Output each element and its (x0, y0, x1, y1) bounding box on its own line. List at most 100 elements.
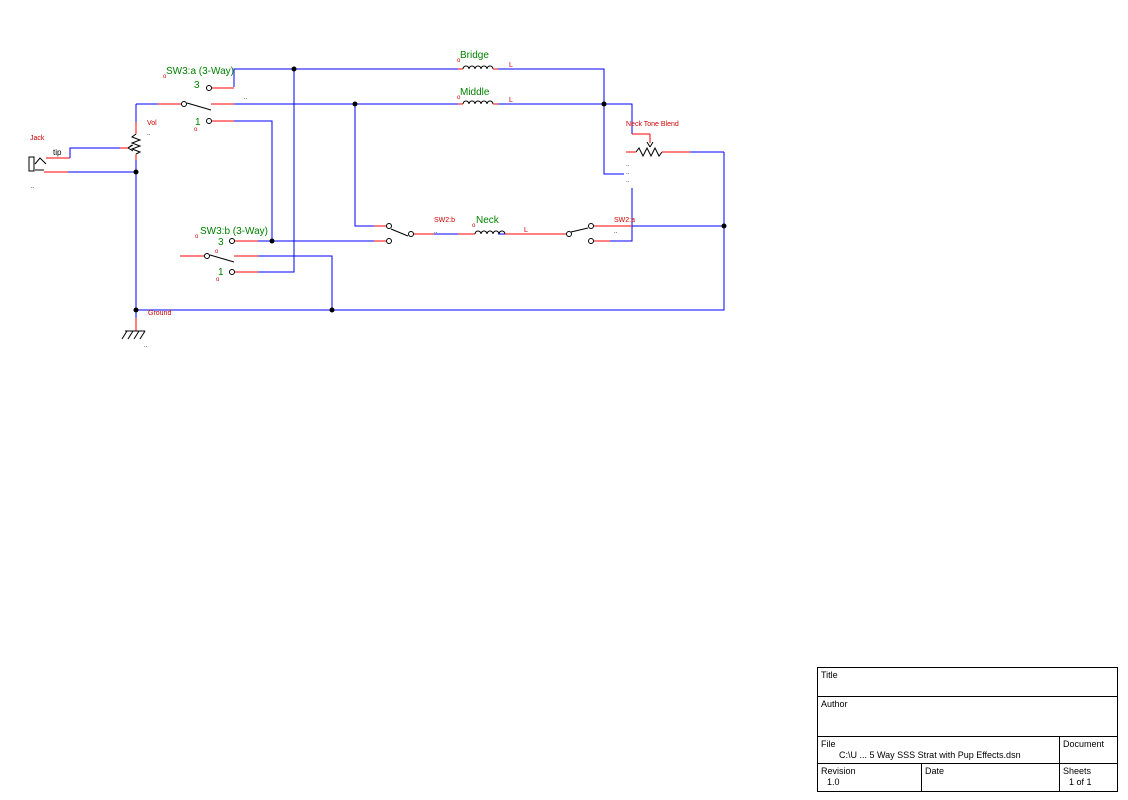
tone-resistor (635, 146, 663, 158)
sw3a-contact-3 (206, 85, 212, 91)
wire-sw3a-1-to-sw3b (234, 120, 273, 241)
neck-tone-blend-pot: Neck Tone Blend .. .. .. (626, 121, 690, 184)
ground-hatch (121, 330, 128, 340)
vol-resistor (130, 133, 142, 155)
bridge-coil (462, 65, 494, 70)
revision-value: 1.0 (827, 777, 840, 787)
sw3a-blade (186, 102, 212, 111)
sw3b-pin-marker: o (216, 277, 220, 283)
tone-wiper-arrow (646, 141, 654, 148)
sw3b-contact-common (204, 253, 210, 259)
sw2a-contact-common (566, 231, 572, 237)
neck-coil (474, 230, 506, 235)
title-row: Title (818, 668, 1117, 697)
junction-dot (352, 101, 358, 107)
vol-wiper-head (127, 144, 134, 152)
wire-bridge-to-sw3b (258, 69, 295, 273)
title-cell: Title (818, 668, 1117, 696)
ground-hatch (139, 330, 146, 340)
sw3b-pin-marker: o (215, 249, 219, 255)
sw3a-pin-marker: o (163, 74, 167, 80)
file-row: File C:\U ... 5 Way SSS Strat with Pup E… (818, 737, 1117, 764)
sw3b-pin1-label: 1 (218, 267, 224, 278)
title-label: Title (821, 670, 838, 680)
volume-pot: Vol .. (120, 120, 157, 160)
switch-sw3b: SW3:b (3-Way) o 3 o 1 o (180, 226, 268, 283)
sw3a-pin3-label: 3 (194, 80, 200, 91)
jack-value-placeholder: .. (31, 184, 35, 190)
middle-pin-label: L (509, 97, 513, 104)
wire-middle-to-tone (498, 103, 633, 134)
neck-pin-marker: o (472, 223, 476, 229)
neck-pin-label: L (524, 227, 528, 234)
sheets-cell: Sheets 1 of 1 (1059, 764, 1117, 791)
ground-hatch (133, 330, 140, 340)
wire-middle-to-sw2b (354, 104, 374, 227)
ground-label: Ground (148, 310, 171, 317)
sw2b-contact-a (386, 223, 392, 229)
junction-dot (601, 101, 607, 107)
junction-dots (133, 66, 727, 313)
sw2a-blade (570, 227, 589, 233)
document-label: Document (1063, 739, 1105, 749)
file-value: C:\U ... 5 Way SSS Strat with Pup Effect… (839, 750, 1021, 760)
neck-label: Neck (476, 215, 500, 226)
document-cell: Document (1059, 737, 1117, 763)
sw3a-value-placeholder: .. (244, 95, 248, 101)
jack-tip-contact (34, 157, 47, 165)
author-cell: Author (818, 697, 1117, 736)
wire-sw3a-3-to-bridge (233, 68, 458, 87)
ground-hatch (127, 330, 134, 340)
sw2b-blade (390, 228, 409, 237)
sheets-label: Sheets (1063, 766, 1092, 776)
wire-sw2a-to-tone (610, 188, 633, 242)
file-label: File (821, 739, 836, 749)
middle-pin-marker: o (457, 95, 461, 101)
sw3b-contact-3 (229, 238, 235, 244)
tone-value-placeholder: .. (626, 162, 630, 168)
output-jack: Jack tip .. (28, 135, 70, 190)
middle-label: Middle (460, 87, 490, 98)
ground-symbol: Ground .. (121, 310, 171, 349)
vol-value-placeholder: .. (147, 131, 151, 137)
sw3b-label: SW3:b (3-Way) (200, 226, 268, 237)
tone-value-placeholder: .. (626, 170, 630, 176)
sw3b-blade (209, 254, 235, 263)
sw2b-label: SW2:b (434, 217, 455, 224)
tone-value-placeholder: .. (626, 178, 630, 184)
junction-dot (329, 307, 335, 313)
revision-cell: Revision 1.0 (818, 764, 921, 791)
sw3b-pin3-label: 3 (218, 237, 224, 248)
sw2a-contact-b (588, 238, 594, 244)
sw2b-contact-b (386, 238, 392, 244)
bridge-pickup: Bridge o L (457, 50, 513, 70)
junction-dot (291, 66, 297, 72)
file-cell: File C:\U ... 5 Way SSS Strat with Pup E… (818, 737, 1059, 763)
junction-dot (269, 238, 275, 244)
author-row: Author (818, 697, 1117, 737)
junction-dot (133, 307, 139, 313)
jack-body (28, 156, 35, 172)
date-cell: Date (921, 764, 1059, 791)
switch-sw2a: SW2:a .. (552, 217, 635, 244)
bridge-pin-marker: o (457, 58, 461, 64)
middle-coil (462, 100, 494, 105)
junction-dot (721, 223, 727, 229)
ground-value-placeholder: .. (144, 343, 148, 349)
vol-label: Vol (147, 120, 157, 127)
sw3a-pin1-label: 1 (195, 117, 201, 128)
revision-row: Revision 1.0 Date Sheets 1 of 1 (818, 764, 1117, 791)
neck-pickup: Neck o L (458, 215, 552, 235)
sw3b-contact-1 (229, 269, 235, 275)
junction-dot (133, 169, 139, 175)
author-label: Author (821, 699, 848, 709)
wires (68, 68, 725, 318)
middle-pickup: Middle o L (457, 87, 513, 105)
wire-bridge-return (498, 68, 624, 175)
sw3a-contact-1 (206, 118, 212, 124)
switch-sw3a: SW3:a (3-Way) o 3 .. 1 o (158, 66, 248, 133)
bridge-label: Bridge (460, 50, 489, 61)
revision-label: Revision (821, 766, 856, 776)
sw2a-value-placeholder: .. (614, 229, 618, 235)
